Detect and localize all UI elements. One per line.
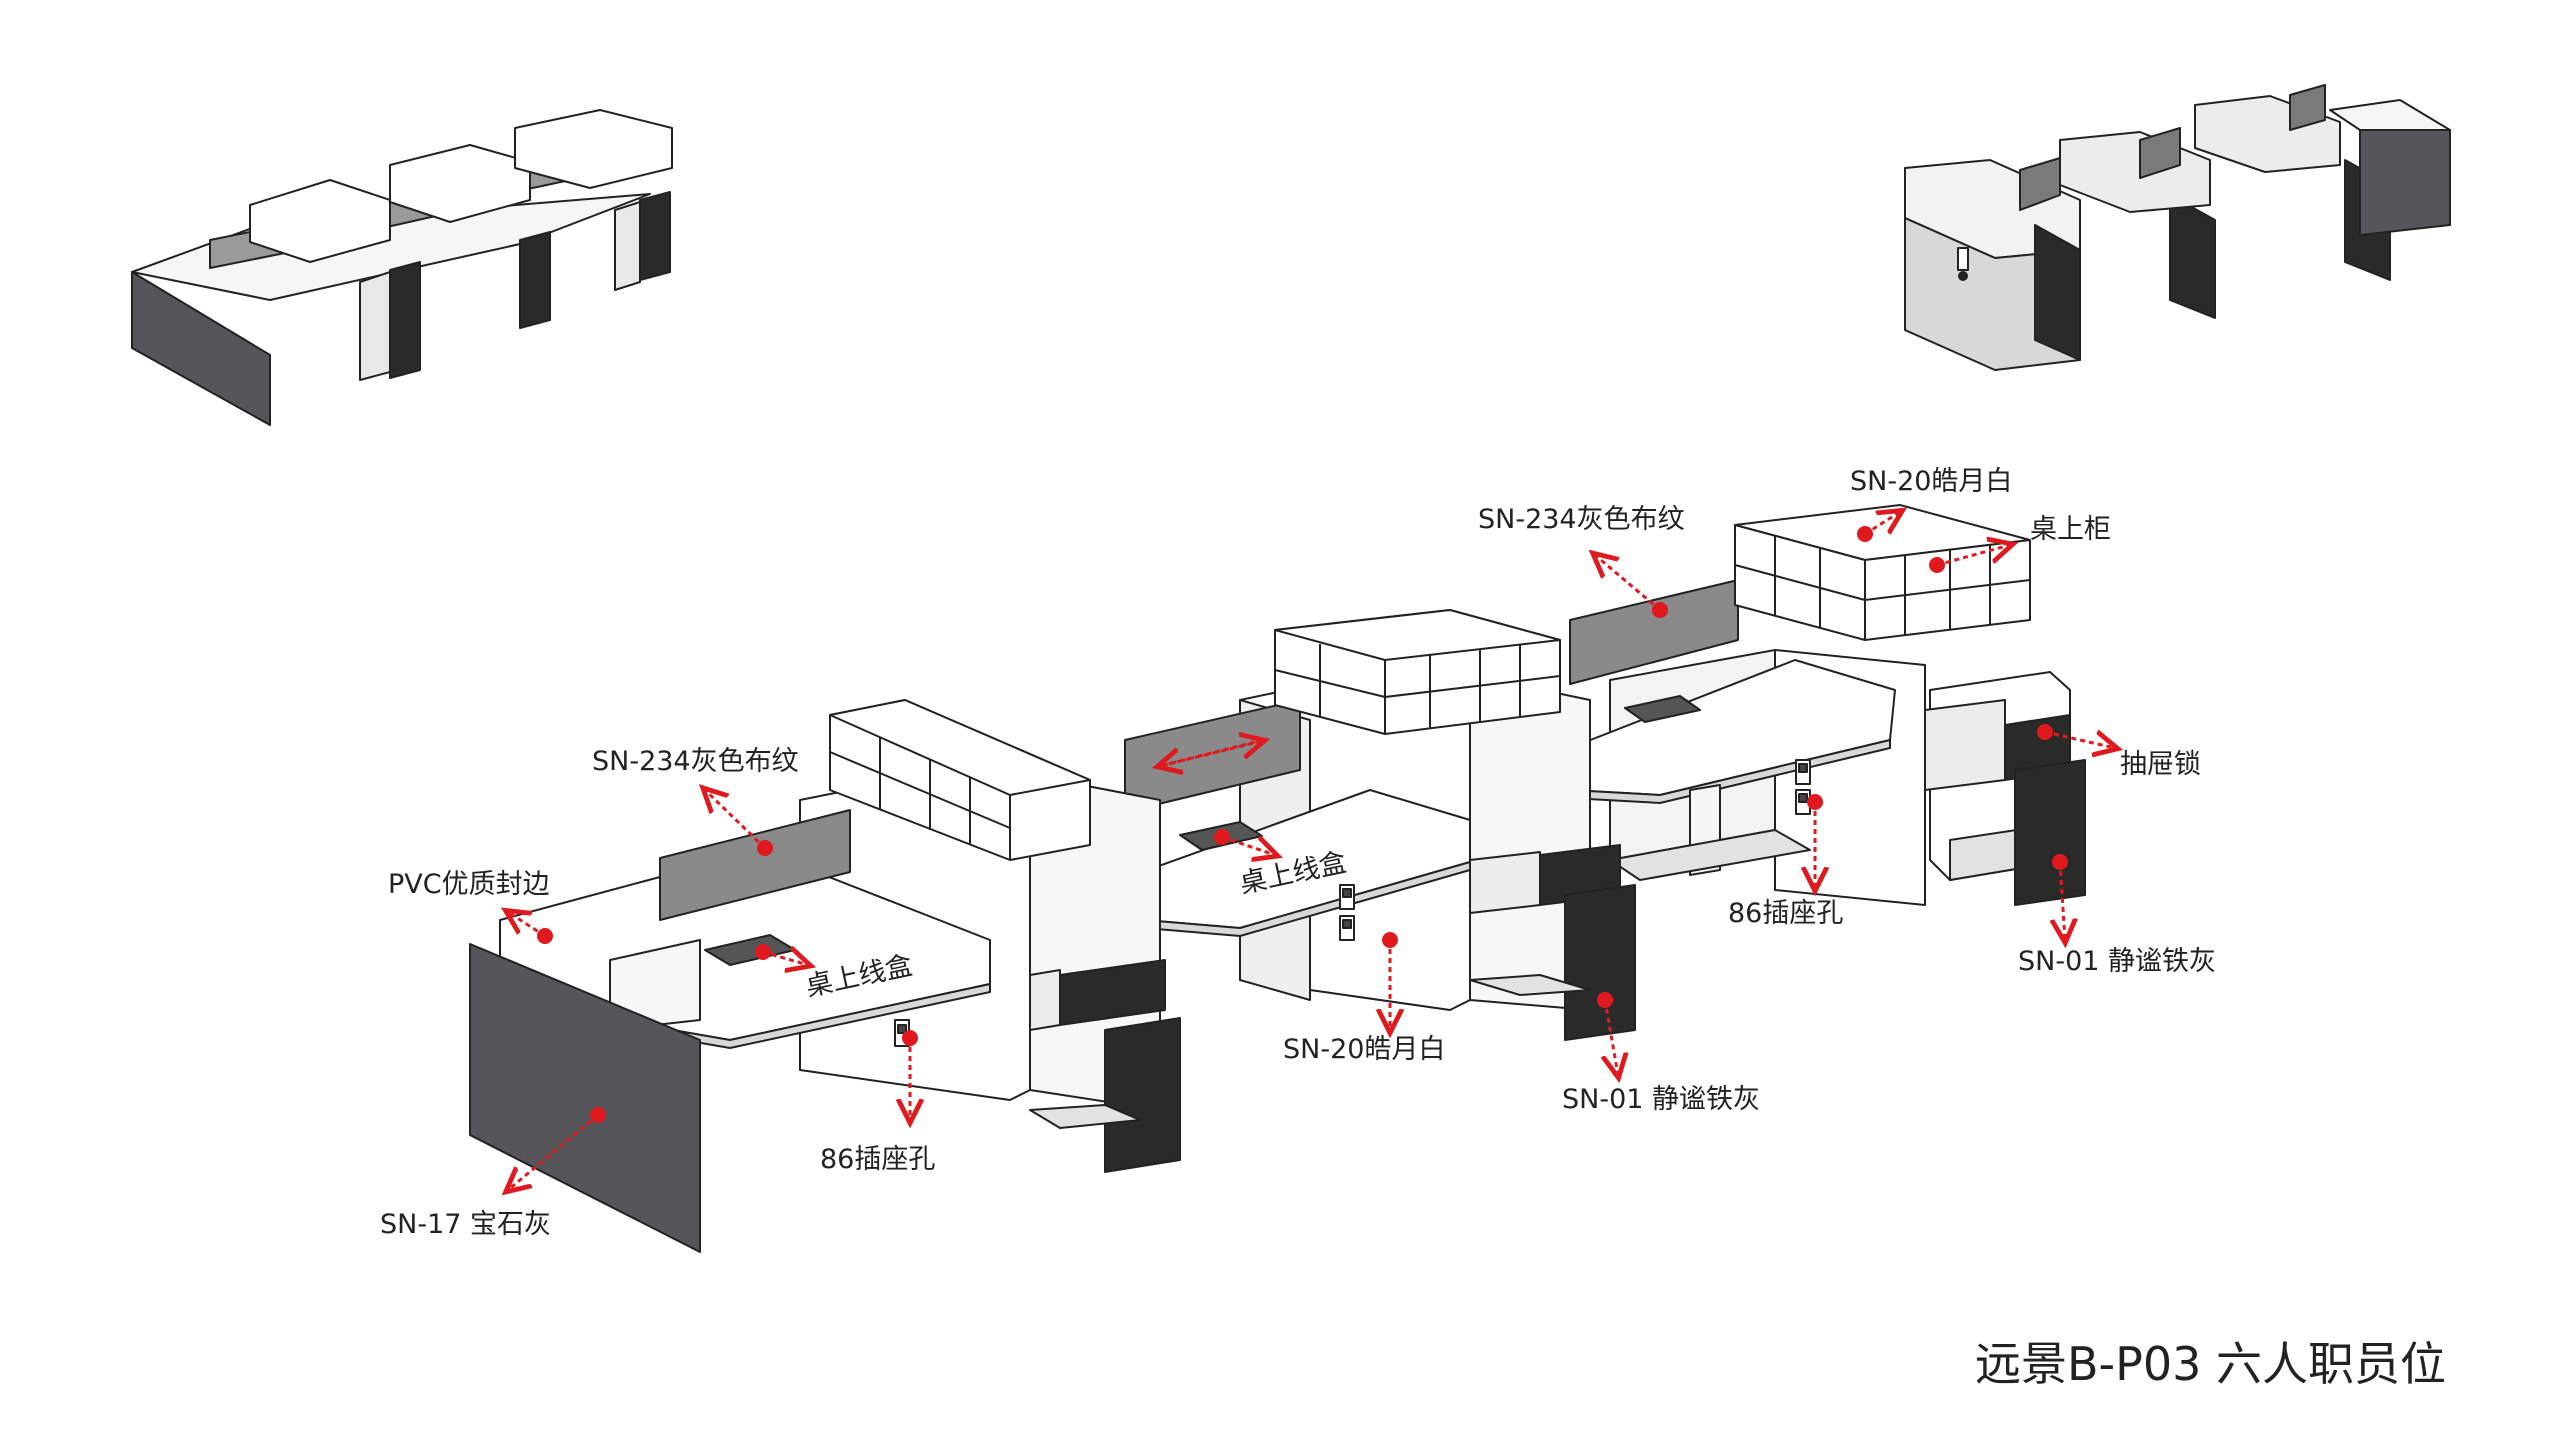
callout-fabric-right: SN-234灰色布纹 [1478,504,1685,535]
callout-gem-grey: SN-17 宝石灰 [380,1209,551,1240]
front-view-thumbnail [131,109,673,426]
exploded-desk-assembly [469,504,2086,1253]
back-view-thumbnail [1904,84,2451,371]
callout-iron-grey-1: SN-01 静谧铁灰 [1562,1084,1760,1115]
callout-moon-white-2: SN-20皓月白 [1850,466,2012,497]
callout-moon-white-1: SN-20皓月白 [1283,1034,1445,1065]
callout-socket-1: 86插座孔 [820,1144,935,1175]
product-title: 远景B-P03 六人职员位 [1975,1337,2447,1391]
callout-socket-2: 86插座孔 [1728,898,1843,929]
callout-drawer-lock: 抽屉锁 [2120,749,2201,780]
callout-desk-cabinet: 桌上柜 [2030,514,2111,545]
callout-markers [508,512,2115,1190]
callout-pvc-edge: PVC优质封边 [388,869,550,900]
callout-iron-grey-2: SN-01 静谧铁灰 [2018,946,2216,977]
callout-labels: PVC优质封边 SN-234灰色布纹 SN-17 宝石灰 桌上线盒 86插座孔 … [380,466,2216,1240]
callout-fabric-left: SN-234灰色布纹 [592,746,799,777]
